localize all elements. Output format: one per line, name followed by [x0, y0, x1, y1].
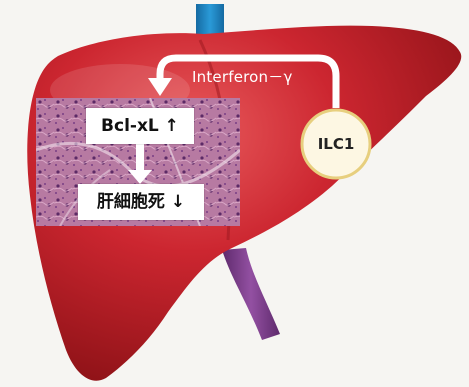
ilc1-label: ILC1: [300, 108, 372, 180]
interferon-label: Interferon－γ: [192, 66, 293, 87]
hepatocyte-death-box: 肝細胞死 ↓: [78, 184, 204, 220]
bcl-xl-box: Bcl-xL ↑: [86, 108, 194, 144]
